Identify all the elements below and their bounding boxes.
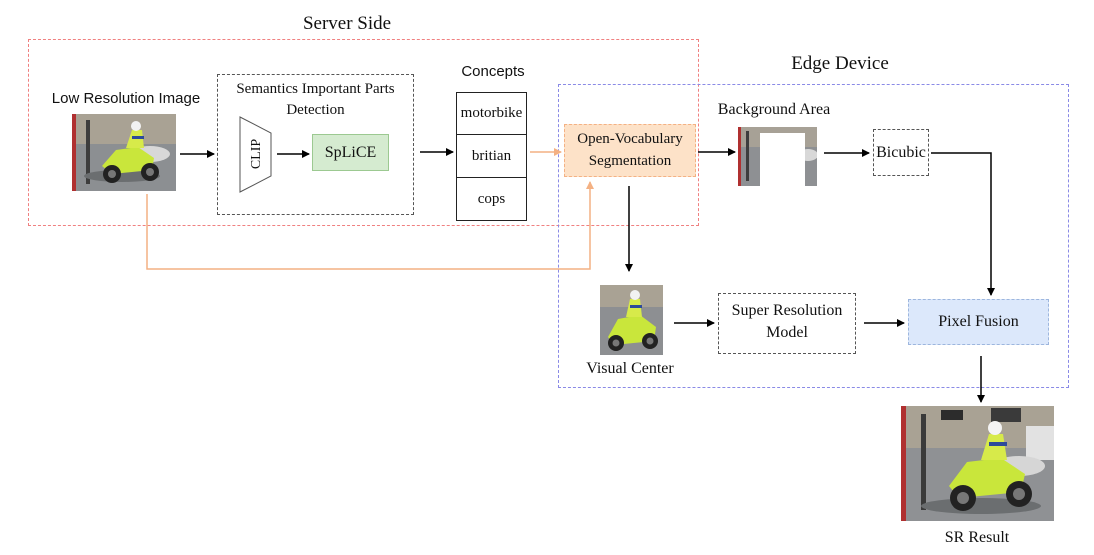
- visual-center-image: [600, 285, 663, 355]
- sr-result-label: SR Result: [944, 529, 1010, 546]
- concept-item: britian: [457, 135, 526, 178]
- concepts-list: motorbike britian cops: [456, 92, 527, 221]
- server-side-title: Server Side: [302, 13, 392, 34]
- concepts-title: Concepts: [461, 63, 525, 80]
- server-side-region: [28, 39, 699, 226]
- clip-label: CLIP: [249, 139, 264, 170]
- arrow-bicubic-to-fusion: [931, 152, 995, 296]
- arrow-image-to-ovs: [146, 181, 594, 270]
- edge-device-region: [558, 84, 1069, 388]
- low-res-image-label: Low Resolution Image: [51, 90, 201, 107]
- sr-model-box: [718, 293, 856, 354]
- sr-model-label-line1: Super Resolution: [731, 302, 843, 319]
- bicubic-box: Bicubic: [873, 129, 929, 176]
- splice-box: SpLiCE: [312, 134, 389, 171]
- sr-model-label-line2: Model: [766, 324, 808, 341]
- background-area-label: Background Area: [717, 101, 831, 118]
- concept-item: cops: [477, 190, 506, 207]
- ovs-label-line1: Open-Vocabulary: [577, 131, 683, 147]
- visual-center-label: Visual Center: [586, 360, 674, 377]
- clip-block: [239, 116, 272, 193]
- semantics-detection-title-line1: Semantics Important Parts: [236, 81, 395, 97]
- semantics-detection-title-line2: Detection: [286, 102, 345, 118]
- semantics-detection-box: [217, 74, 414, 215]
- pixel-fusion-box: Pixel Fusion: [908, 299, 1049, 345]
- low-res-image: [72, 114, 176, 191]
- sr-result-image: [901, 406, 1054, 521]
- edge-device-title: Edge Device: [791, 53, 889, 74]
- ovs-box: [564, 124, 696, 177]
- background-area-image: [738, 127, 817, 186]
- ovs-label-line2: Segmentation: [588, 153, 672, 169]
- concept-item: motorbike: [457, 93, 526, 135]
